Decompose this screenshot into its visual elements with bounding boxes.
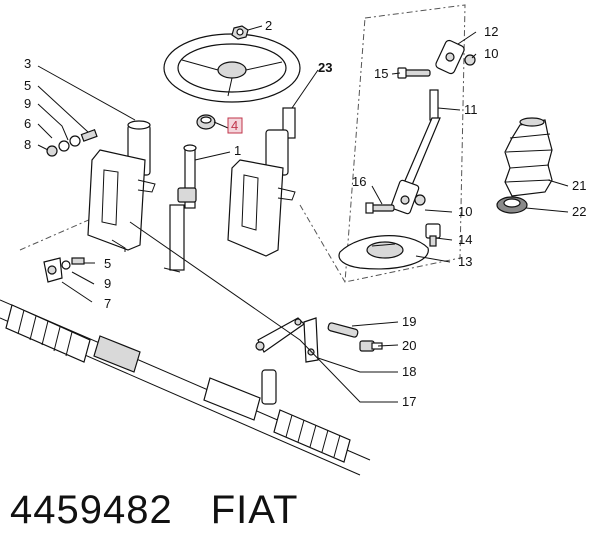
callout-11: 11 — [464, 102, 478, 117]
bolt-washer-stack-left — [46, 129, 98, 157]
steering-wheel — [163, 33, 301, 103]
callout-20: 20 — [402, 338, 416, 353]
callout-23: 23 — [318, 60, 332, 75]
callout-10-upper: 10 — [484, 46, 498, 61]
brand-name: FIAT — [210, 488, 299, 532]
callout-3: 3 — [24, 56, 31, 71]
bolt-part-16 — [365, 202, 395, 214]
clamp-bracket-part-7 — [43, 257, 85, 283]
callout-16: 16 — [352, 174, 366, 189]
callout-12: 12 — [484, 24, 498, 39]
lever-part-17 — [255, 317, 305, 353]
callout-8: 8 — [24, 137, 31, 152]
callout-2: 2 — [265, 18, 272, 33]
callout-15: 15 — [374, 66, 388, 81]
callout-5-lower: 5 — [104, 256, 111, 271]
fitting-part-14 — [425, 223, 441, 247]
callout-18: 18 — [402, 364, 416, 379]
leader-lines — [37, 25, 569, 403]
callout-19: 19 — [402, 314, 416, 329]
callout-21: 21 — [572, 178, 586, 193]
callout-9-lower: 9 — [104, 276, 111, 291]
callout-6: 6 — [24, 116, 31, 131]
nut-part-10-lower — [414, 194, 426, 206]
callout-14: 14 — [458, 232, 472, 247]
callout-9-upper: 9 — [24, 96, 31, 111]
callout-4: 4 — [231, 118, 238, 133]
pin-part-19 — [327, 322, 359, 338]
intermediate-shaft-part-1 — [163, 144, 197, 273]
callout-22: 22 — [572, 204, 586, 219]
callout-17: 17 — [402, 394, 416, 409]
callout-labels: 2 3 5 9 6 8 1 4 23 5 9 7 12 10 15 11 16 … — [24, 18, 586, 409]
coupling-part-12 — [435, 39, 465, 75]
steering-column-part-3 — [87, 120, 156, 252]
steering-rack-assembly — [0, 299, 371, 476]
assembly-frame-outline — [19, 4, 466, 283]
callout-13: 13 — [458, 254, 472, 269]
part-caption: 4459482 FIAT — [10, 488, 298, 533]
bolt-part-15 — [397, 67, 431, 79]
callout-4-highlight-box — [227, 117, 243, 134]
bolt-part-20 — [359, 340, 383, 352]
callout-7: 7 — [104, 296, 111, 311]
universal-joint-shaft-part-11 — [390, 89, 441, 215]
nut-part-2 — [231, 25, 249, 40]
cover-plate-part-13 — [338, 235, 429, 270]
callout-1: 1 — [234, 143, 241, 158]
link-part-18 — [303, 317, 319, 363]
callout-10-lower: 10 — [458, 204, 472, 219]
part-number: 4459482 — [10, 488, 173, 532]
seal-ring-part-22 — [496, 196, 528, 214]
rubber-boot-part-21 — [504, 117, 553, 197]
steering-column-part-23 — [227, 107, 296, 257]
callout-5-upper: 5 — [24, 78, 31, 93]
nut-part-4 — [196, 114, 216, 130]
